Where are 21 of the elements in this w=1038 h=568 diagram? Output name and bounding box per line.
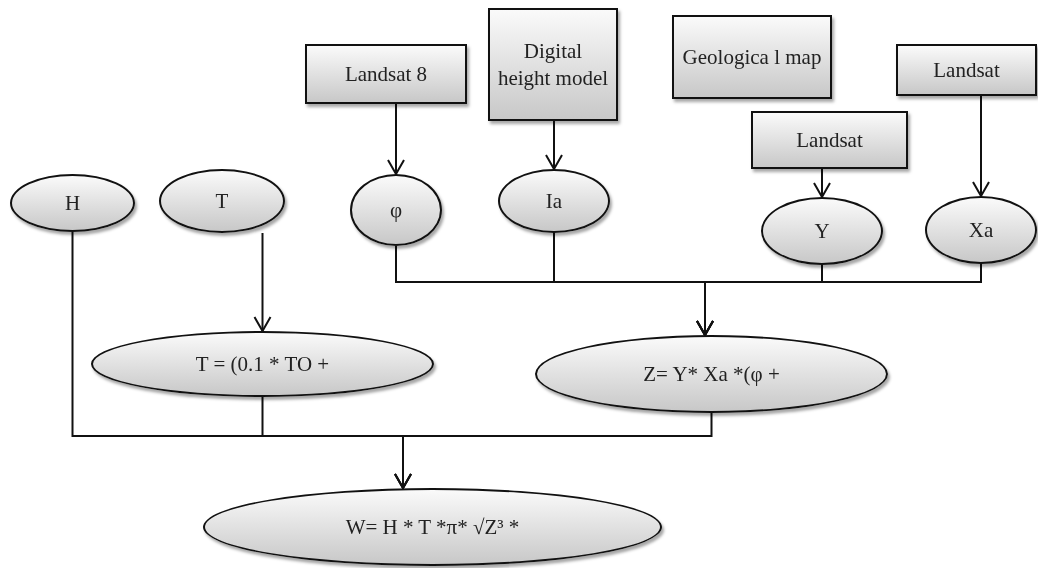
- variable-ellipse: Ia: [498, 169, 610, 233]
- arrow: [972, 95, 990, 197]
- arrow: [696, 263, 982, 336]
- source-box: Geologica l map: [672, 15, 832, 99]
- variable-ellipse: φ: [350, 174, 442, 246]
- variable-ellipse: Xa: [925, 196, 1037, 264]
- source-box: Landsat: [751, 111, 908, 169]
- arrow: [387, 103, 405, 175]
- source-box: Landsat: [896, 44, 1037, 96]
- variable-ellipse: Y: [761, 197, 883, 265]
- arrow: [813, 168, 831, 198]
- formula-ellipse: W= H * T *π* √Z³ *: [203, 488, 662, 566]
- variable-ellipse: H: [10, 174, 135, 232]
- source-box: Digital height model: [488, 8, 618, 121]
- formula-ellipse: T = (0.1 * TO +: [91, 331, 434, 397]
- formula-ellipse: Z= Y* Xa *(φ +: [535, 335, 888, 413]
- arrow: [545, 120, 563, 170]
- arrow: [394, 412, 713, 489]
- source-box: Landsat 8: [305, 44, 467, 104]
- variable-ellipse: T: [159, 169, 285, 233]
- arrow: [253, 232, 272, 332]
